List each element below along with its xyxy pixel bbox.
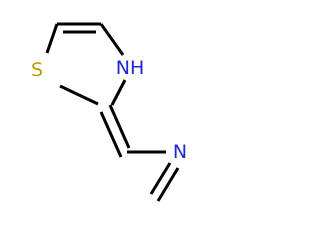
atom-label-sulfur: S (31, 59, 43, 81)
bond-n3-c2 (110, 79, 127, 106)
ring-bonds (45, 22, 127, 106)
imine-double-bond (149, 162, 180, 202)
bond-s-c5 (45, 23, 59, 54)
bond-c2-s (59, 84, 99, 106)
bond-n-ch2 (156, 167, 180, 202)
bond-n-ch2-inner (149, 162, 172, 195)
bond-c2-ch-inner (99, 111, 123, 158)
atom-label-imine-nitrogen: N (173, 141, 187, 163)
molecule-structure-diagram: S NH N (30, 22, 188, 202)
bond-c2-ch (108, 104, 131, 149)
structure-canvas: S NH N (31, 22, 187, 202)
exocyclic-double-bond (99, 104, 131, 158)
atom-label-ring-nitrogen: NH (116, 57, 145, 79)
bond-c4-n3 (99, 23, 125, 56)
